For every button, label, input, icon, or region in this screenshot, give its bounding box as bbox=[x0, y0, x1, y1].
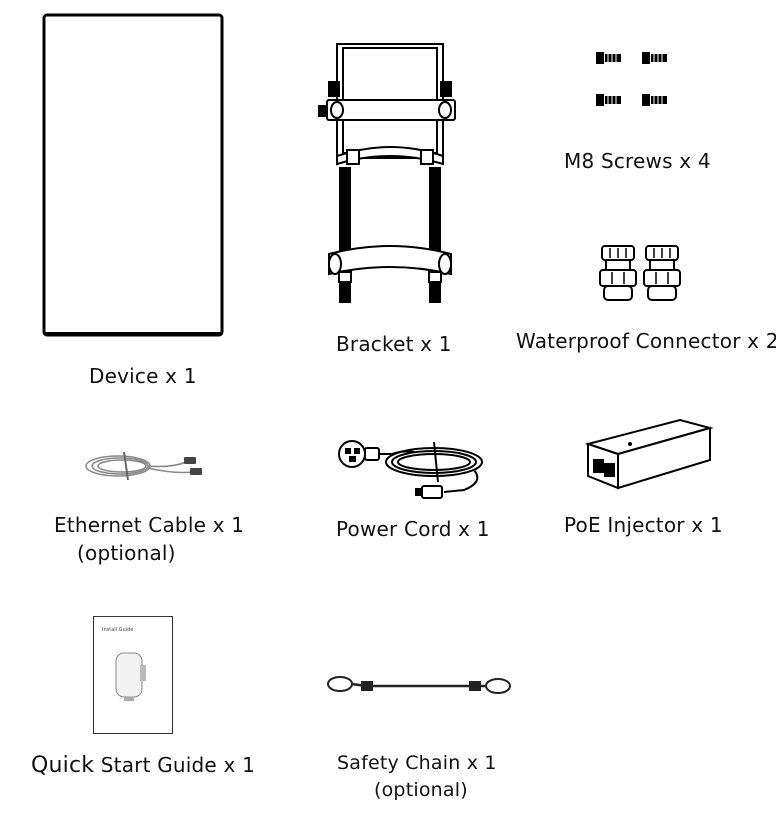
device-item bbox=[0, 0, 260, 400]
device-label: Device x 1 bbox=[89, 364, 197, 388]
safety-chain-optional-note: (optional) bbox=[374, 779, 468, 801]
quick-start-guide-label: Quick Start Guide x 1 bbox=[31, 753, 255, 778]
device-illustration bbox=[42, 13, 224, 337]
ethernet-optional-note: (optional) bbox=[77, 541, 176, 565]
bracket-illustration bbox=[318, 43, 456, 303]
power-cord-label: Power Cord x 1 bbox=[336, 517, 490, 541]
poe-injector-label: PoE Injector x 1 bbox=[564, 513, 723, 537]
bracket-label: Bracket x 1 bbox=[336, 332, 452, 356]
guide-cover-title: Install Guide bbox=[102, 627, 134, 633]
ethernet-label: Ethernet Cable x 1 bbox=[54, 513, 245, 537]
connector-label: Waterproof Connector x 2 bbox=[516, 329, 776, 353]
screws-label: M8 Screws x 4 bbox=[564, 149, 711, 173]
ethernet-cable-illustration bbox=[85, 451, 202, 481]
guide-label-strong: Quick bbox=[31, 753, 95, 778]
screws-illustration bbox=[596, 52, 667, 106]
guide-label-rest: Start Guide x 1 bbox=[94, 753, 255, 777]
connector-illustration bbox=[599, 245, 681, 301]
quick-start-guide-booklet: Install Guide bbox=[93, 616, 173, 734]
poe-injector-illustration bbox=[584, 418, 714, 490]
safety-chain-illustration bbox=[327, 676, 511, 694]
safety-chain-label: Safety Chain x 1 bbox=[337, 752, 497, 774]
guide-cover-device-image bbox=[115, 652, 146, 701]
power-cord-illustration bbox=[338, 440, 483, 499]
